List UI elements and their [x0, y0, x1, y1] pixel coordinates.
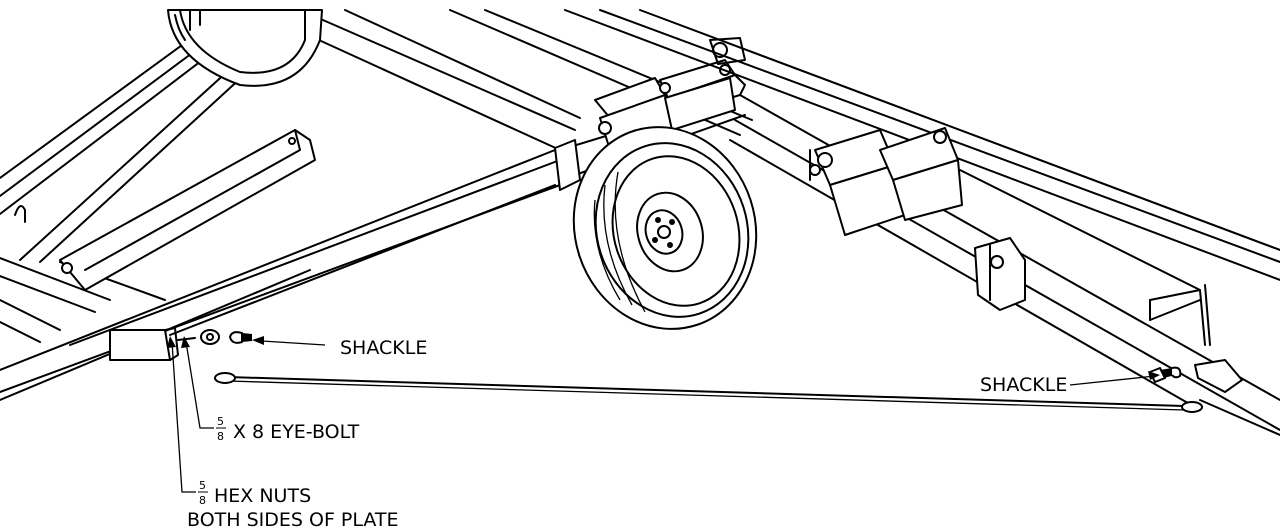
eye-bolt-text: X 8 EYE-BOLT: [233, 421, 360, 443]
rear-wheel: [167, 9, 323, 87]
shackle-left: [229, 331, 252, 344]
eye-bolt-fraction-denominator: 8: [217, 430, 224, 443]
hex-nuts-label: 5 8 HEX NUTS BOTH SIDES OF PLATE: [187, 479, 399, 529]
shackle-right: [1149, 366, 1182, 383]
left-frame: [0, 9, 581, 401]
shackle-right-label: SHACKLE: [980, 374, 1067, 396]
shackle-left-label: SHACKLE: [340, 337, 427, 359]
eye-bolt-fraction-numerator: 5: [217, 415, 224, 428]
hex-nuts-note: BOTH SIDES OF PLATE: [187, 509, 399, 529]
front-crossbeam: [449, 9, 753, 191]
eye-bolt-plate: [109, 327, 220, 361]
hex-nuts-fraction-denominator: 8: [199, 494, 206, 507]
hex-nuts-fraction-numerator: 5: [199, 479, 206, 492]
cable: [214, 372, 1203, 413]
leader-lines: [167, 336, 1160, 493]
right-frame: [564, 9, 1280, 436]
front-wheel: [572, 126, 758, 330]
eye-bolt-label: 5 8 X 8 EYE-BOLT: [216, 415, 360, 443]
hex-nuts-text: HEX NUTS: [214, 485, 311, 507]
